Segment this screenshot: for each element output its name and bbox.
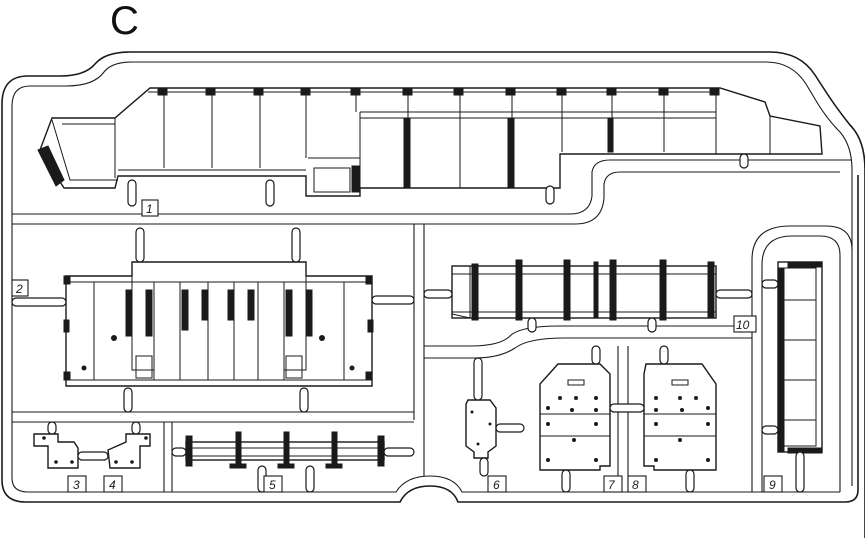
part-9-tall-rail xyxy=(777,261,823,454)
part-label-3: 3 xyxy=(67,475,87,493)
svg-text:9: 9 xyxy=(769,478,776,492)
part-label-1: 1 xyxy=(141,199,159,217)
part-10-frame xyxy=(451,259,717,321)
part-label-7: 7 xyxy=(603,475,623,493)
svg-text:3: 3 xyxy=(73,478,80,492)
part-label-2: 2 xyxy=(11,279,29,297)
attachment-gates xyxy=(11,153,805,493)
part-label-8: 8 xyxy=(627,475,647,493)
svg-text:2: 2 xyxy=(15,282,23,296)
part-label-6: 6 xyxy=(487,475,507,493)
part-5-rail xyxy=(185,431,385,469)
part-6-plate xyxy=(465,399,497,459)
svg-text:1: 1 xyxy=(146,202,153,216)
part-4-bracket xyxy=(107,433,151,469)
sprue-letter: C xyxy=(110,0,139,43)
svg-text:4: 4 xyxy=(109,478,116,492)
part-8-plate xyxy=(643,363,717,471)
svg-text:6: 6 xyxy=(493,478,500,492)
svg-text:10: 10 xyxy=(736,318,750,332)
part-7-plate xyxy=(539,363,611,471)
part-label-9: 9 xyxy=(763,475,783,493)
part-1-conveyor xyxy=(37,87,823,197)
inner-runners xyxy=(12,159,852,492)
svg-text:5: 5 xyxy=(269,478,276,492)
part-label-4: 4 xyxy=(103,475,123,493)
part-3-bracket xyxy=(33,433,79,469)
part-label-10: 10 xyxy=(733,315,757,333)
outer-frame xyxy=(1,51,865,538)
svg-text:8: 8 xyxy=(632,478,639,492)
part-label-5: 5 xyxy=(263,475,283,493)
part-2-frame xyxy=(63,261,374,387)
svg-text:7: 7 xyxy=(608,478,616,492)
